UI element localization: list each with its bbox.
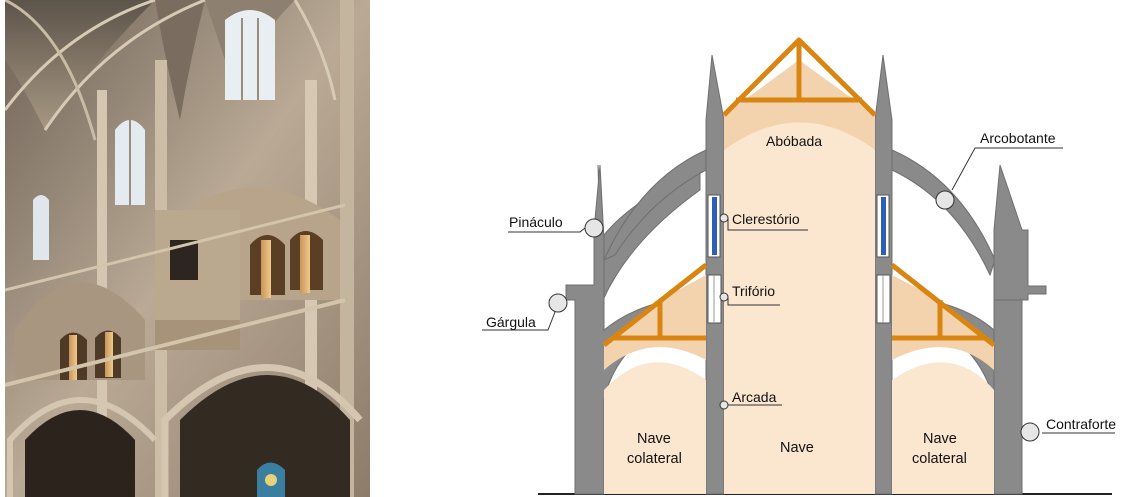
arcade-marker (720, 401, 728, 409)
label-clerestory: Clerestório (732, 211, 800, 227)
label-aisle-left-line1: Nave (637, 431, 671, 447)
label-arcade: Arcada (732, 389, 777, 405)
label-pinnacle: Pináculo (509, 214, 563, 230)
right-aisle-interior (892, 362, 994, 494)
label-aisle-left-line2: colateral (627, 451, 682, 467)
cathedral-interior-photo (5, 0, 370, 497)
buttress-marker (1021, 423, 1039, 441)
cathedral-cross-section-diagram: Abóbada Arcobotante Pináculo Clerestório… (460, 0, 1128, 497)
gargoyle-marker (549, 294, 567, 312)
flying-buttress-marker (936, 191, 954, 209)
pinnacle-marker (585, 219, 603, 237)
label-nave: Nave (780, 440, 814, 456)
triforium-marker (720, 293, 728, 301)
label-triforium: Trifório (732, 283, 775, 299)
label-aisle-right-line2: colateral (912, 451, 967, 467)
left-aisle-interior (604, 362, 706, 494)
label-flying-buttress: Arcobotante (980, 130, 1056, 146)
clerestory-marker (720, 214, 728, 222)
label-buttress: Contraforte (1046, 416, 1116, 432)
label-vault: Abóbada (766, 133, 822, 149)
label-aisle-right-line1: Nave (923, 431, 957, 447)
nave-interior (724, 123, 875, 495)
label-gargoyle: Gárgula (486, 314, 536, 330)
